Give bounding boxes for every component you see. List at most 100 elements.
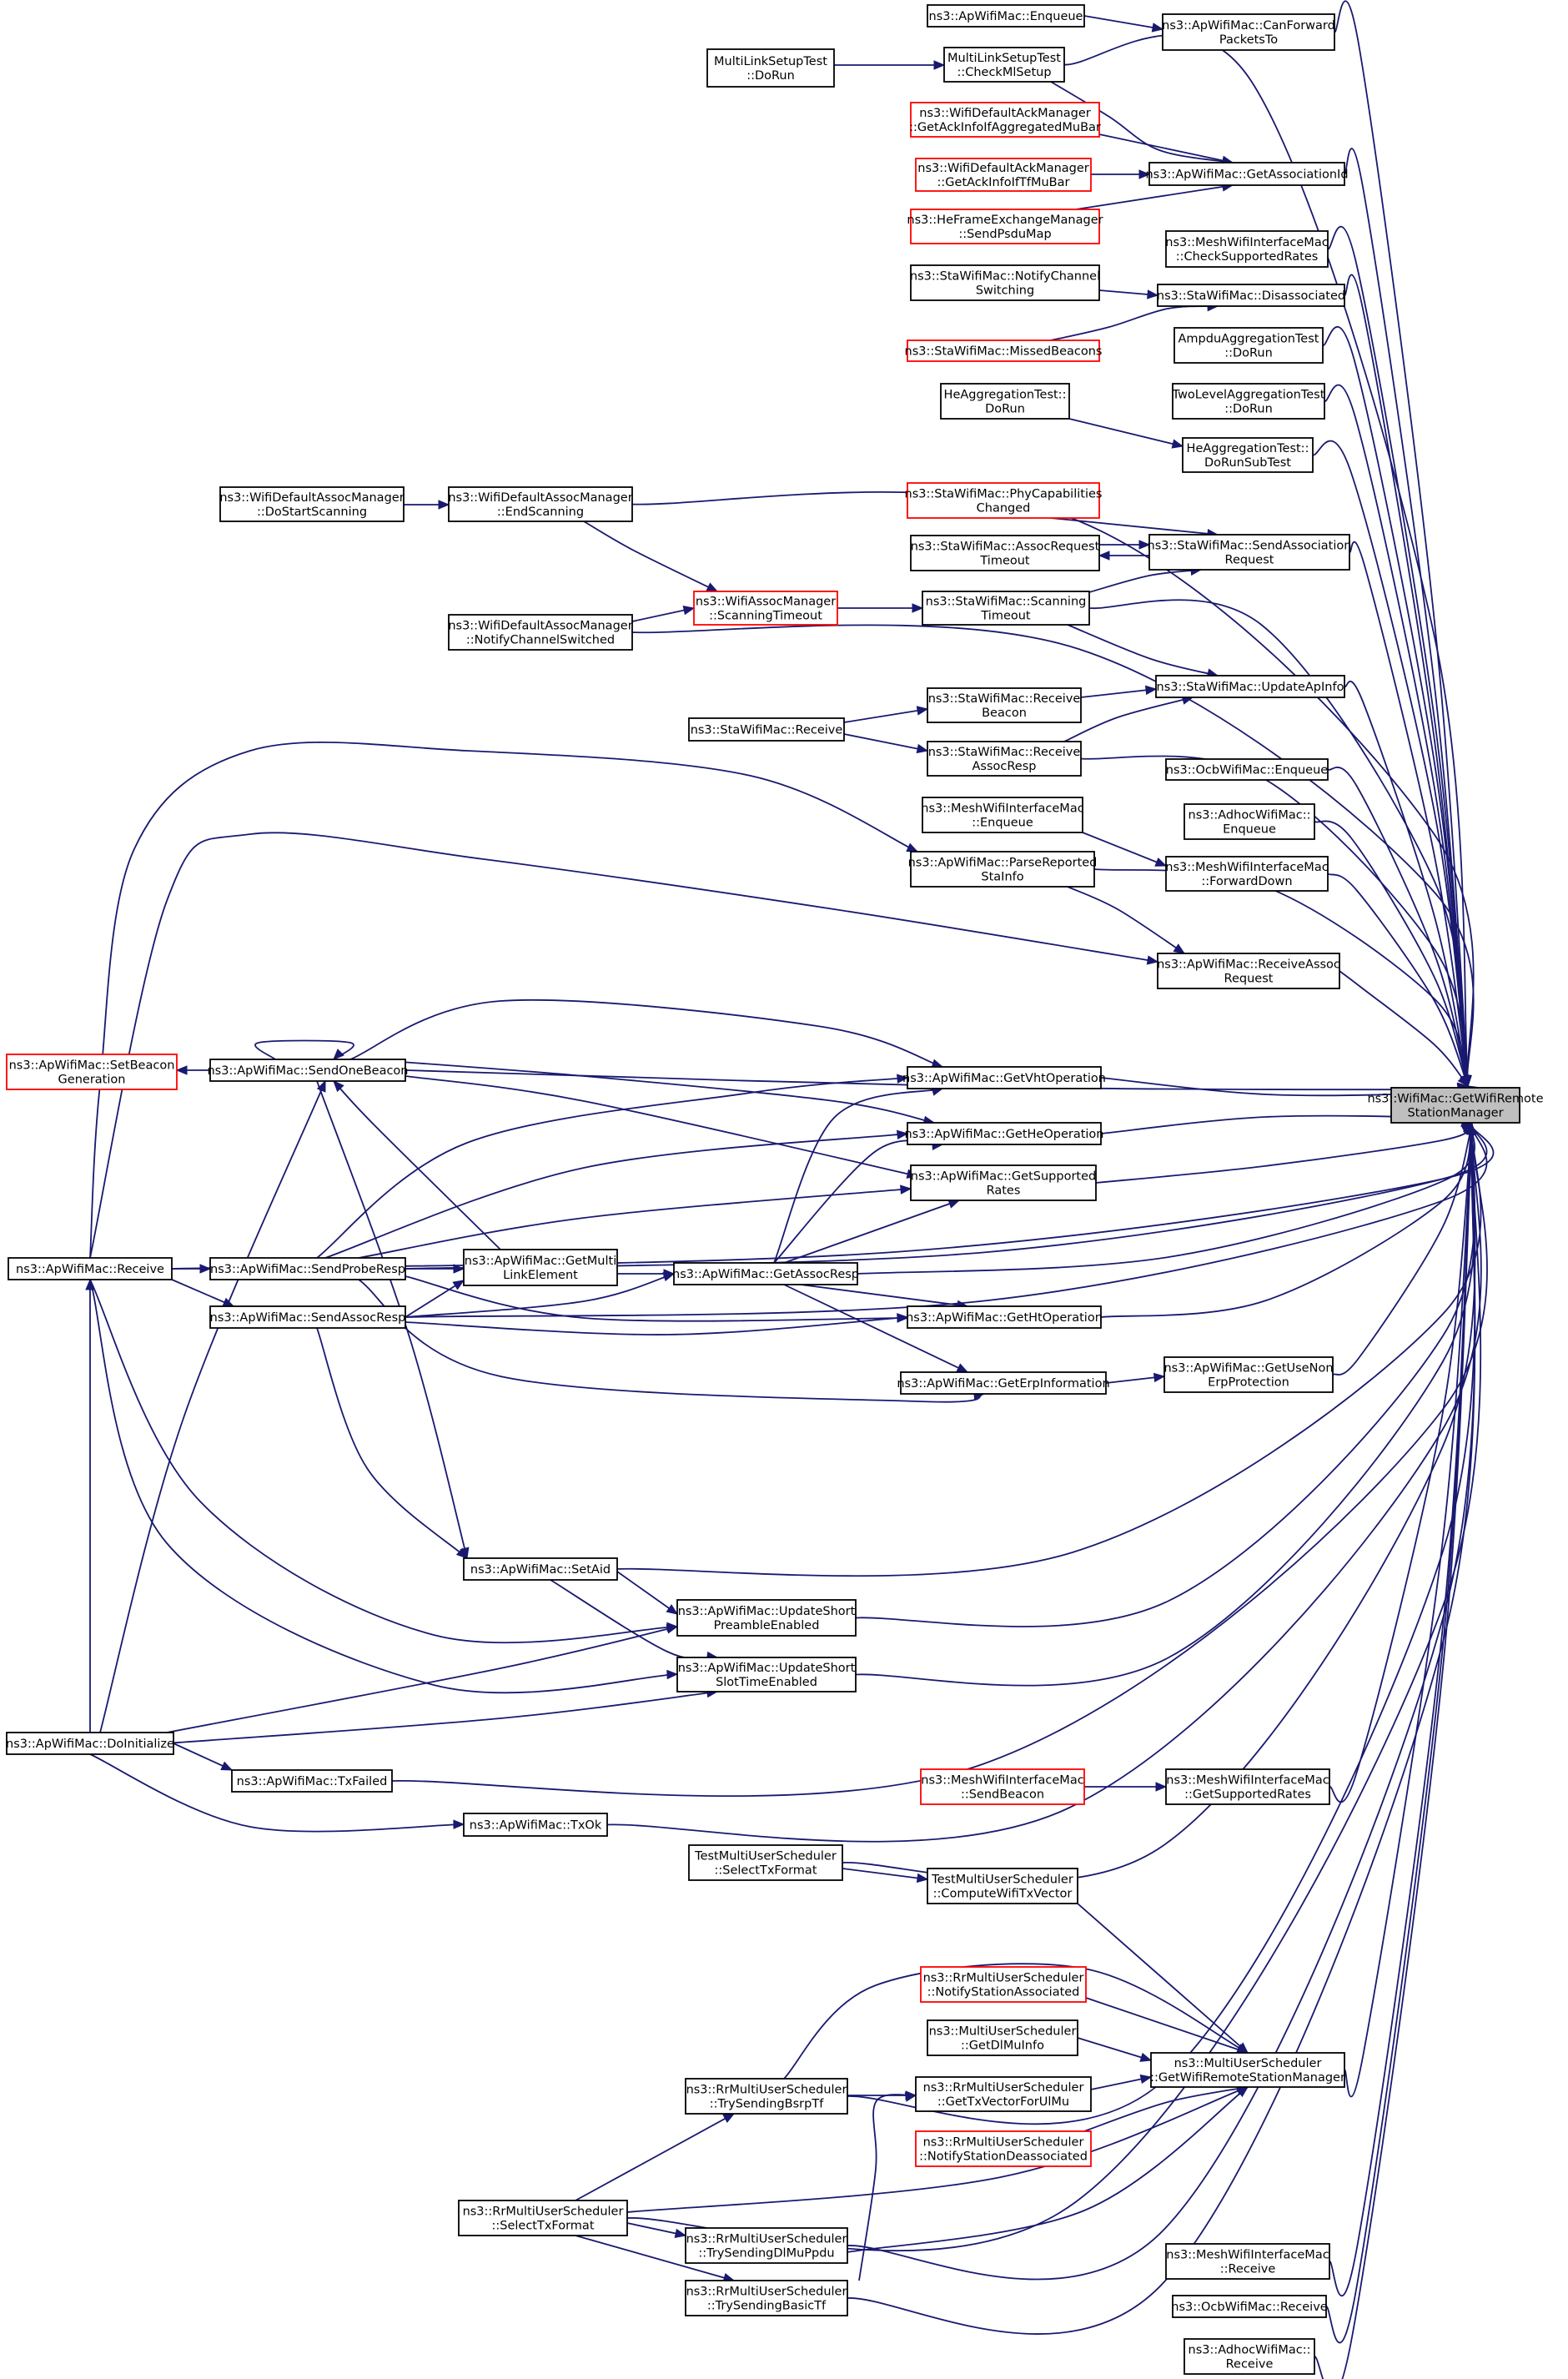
node-ackAggMu[interactable]: ns3::WifiDefaultAckManager::GetAckInfoIf…	[909, 102, 1101, 138]
node-label: ::NotifyStationDeassociated	[919, 2150, 1088, 2164]
node-apGetHt[interactable]: ns3::ApWifiMac::GetHtOperation	[906, 1305, 1103, 1329]
edge-apParseSta-to-apRecvAssocReq-line	[1067, 886, 1185, 954]
edge-apRecvAssocReq-to-root	[1339, 970, 1469, 1088]
edge-staReceive-to-staRecvAssocResp-line	[843, 733, 928, 752]
node-box	[448, 486, 633, 522]
node-adhocReceive[interactable]: ns3::AdhocWifiMac::Receive	[1184, 2338, 1315, 2375]
node-ocbReceive[interactable]: ns3::OcbWifiMac::Receive	[1171, 2295, 1328, 2318]
node-heAggDoRun[interactable]: HeAggregationTest::DoRun	[940, 383, 1070, 420]
node-box	[458, 2200, 628, 2236]
node-meshFwdDown[interactable]: ns3::MeshWifiInterfaceMac::ForwardDown	[1165, 856, 1329, 892]
node-rrSelect[interactable]: ns3::RrMultiUserScheduler::SelectTxForma…	[458, 2200, 628, 2236]
node-meshCheckRates[interactable]: ns3::MeshWifiInterfaceMac::CheckSupporte…	[1165, 230, 1329, 268]
node-twoLevelDoRun[interactable]: TwoLevelAggregationTest::DoRun	[1172, 383, 1325, 420]
node-apReceive[interactable]: ns3::ApWifiMac::Receive	[8, 1257, 173, 1280]
node-rrTryBsrp[interactable]: ns3::RrMultiUserScheduler::TrySendingBsr…	[685, 2078, 848, 2115]
node-rrNotifyAssoc[interactable]: ns3::RrMultiUserScheduler::NotifyStation…	[920, 1966, 1087, 2003]
node-apGetErp[interactable]: ns3::ApWifiMac::GetErpInformation	[897, 1371, 1110, 1395]
node-staDisassoc[interactable]: ns3::StaWifiMac::Disassociated	[1157, 284, 1345, 307]
node-heSendPsdu[interactable]: ns3::HeFrameExchangeManager::SendPsduMap	[907, 209, 1103, 244]
node-adhocEnqueue[interactable]: ns3::AdhocWifiMac::Enqueue	[1184, 803, 1315, 840]
node-apUpdShortSlot[interactable]: ns3::ApWifiMac::UpdateShortSlotTimeEnabl…	[676, 1657, 857, 1692]
node-apDoInit[interactable]: ns3::ApWifiMac::DoInitialize	[6, 1732, 174, 1755]
node-defNotifyChSw[interactable]: ns3::WifiDefaultAssocManager::NotifyChan…	[448, 614, 633, 651]
node-meshGetRates[interactable]: ns3::MeshWifiInterfaceMac::GetSupportedR…	[1165, 1768, 1330, 1805]
node-root[interactable]: ns3::WifiMac::GetWifiRemoteStationManage…	[1367, 1087, 1544, 1124]
node-muGetDlMuInfo[interactable]: ns3::MultiUserScheduler::GetDlMuInfo	[927, 2019, 1078, 2056]
node-apGetRates[interactable]: ns3::ApWifiMac::GetSupportedRates	[910, 1164, 1097, 1201]
node-staReceive[interactable]: ns3::StaWifiMac::Receive	[688, 717, 845, 742]
node-apTxFailed[interactable]: ns3::ApWifiMac::TxFailed	[231, 1769, 393, 1793]
node-apGetHe[interactable]: ns3::ApWifiMac::GetHeOperation	[904, 1122, 1104, 1145]
node-ocbEnqueue[interactable]: ns3::OcbWifiMac::Enqueue	[1165, 758, 1329, 781]
node-defStartScan[interactable]: ns3::WifiDefaultAssocManager::DoStartSca…	[219, 486, 405, 522]
node-box	[688, 1844, 843, 1881]
node-label: ns3::StaWifiMac::Disassociated	[1157, 289, 1345, 303]
node-label: ns3::HeFrameExchangeManager	[907, 214, 1103, 227]
edge-layer	[85, 0, 1495, 2379]
node-box	[6, 1054, 178, 1090]
node-apGetVht[interactable]: ns3::ApWifiMac::GetVhtOperation	[902, 1066, 1106, 1089]
node-label: ns3::MeshWifiInterfaceMac	[1166, 1774, 1329, 1788]
node-muGetRsm[interactable]: ns3::MultiUserScheduler::GetWifiRemoteSt…	[1150, 2052, 1345, 2088]
node-apUpdShortPre[interactable]: ns3::ApWifiMac::UpdateShortPreambleEnabl…	[676, 1599, 857, 1637]
node-ampduDoRun[interactable]: AmpduAggregationTest::DoRun	[1173, 327, 1324, 364]
node-meshReceive[interactable]: ns3::MeshWifiInterfaceMac::Receive	[1165, 2243, 1330, 2280]
edge-apReceive-to-apSendAssocResp-line	[171, 1279, 234, 1307]
edge-apGetAssocResp-to-apGetHt-line	[800, 1284, 968, 1307]
node-apSendOneBeacon[interactable]: ns3::ApWifiMac::SendOneBeacon	[207, 1059, 409, 1082]
edge-apDoInit-to-apSendOneBeacon-line	[99, 1080, 326, 1733]
edge-apDoInit-to-apTxOk-line	[89, 1753, 465, 1833]
node-apTxOk[interactable]: ns3::ApWifiMac::TxOk	[463, 1813, 608, 1837]
node-label: ns3::StaWifiMac::Scanning	[926, 596, 1087, 609]
node-apEnqueue[interactable]: ns3::ApWifiMac::Enqueue	[927, 4, 1085, 28]
node-getAssocId[interactable]: ns3::ApWifiMac::GetAssociationId	[1145, 162, 1349, 186]
node-apSetAid[interactable]: ns3::ApWifiMac::SetAid	[463, 1557, 618, 1581]
node-heAggSub[interactable]: HeAggregationTest::DoRunSubTest	[1182, 437, 1314, 473]
node-meshEnqueue[interactable]: ns3::MeshWifiInterfaceMac::Enqueue	[921, 797, 1084, 833]
edge-rrSelect-to-rrTryDlMu-arrowhead	[674, 2228, 687, 2239]
node-rrTryDlMu[interactable]: ns3::RrMultiUserScheduler::TrySendingDlM…	[685, 2227, 848, 2264]
node-label: ns3::WifiDefaultAssocManager	[448, 620, 632, 633]
node-box	[1150, 2052, 1345, 2088]
node-apGetAssocResp[interactable]: ns3::ApWifiMac::GetAssocResp	[672, 1262, 859, 1285]
node-label: DoRunSubTest	[1204, 456, 1291, 470]
node-label: ns3::StaWifiMac::SendAssociation	[1148, 540, 1352, 553]
edge-adhocEnqueue-to-root-line	[1314, 820, 1469, 1087]
edge-apReceive-to-apUpdShortSlot	[89, 1279, 679, 1694]
node-scanTimeout[interactable]: ns3::WifiAssocManager::ScanningTimeout	[693, 591, 838, 626]
node-tmuSelect[interactable]: TestMultiUserScheduler::SelectTxFormat	[688, 1844, 843, 1881]
node-staScanTimeout[interactable]: ns3::StaWifiMac::ScanningTimeout	[922, 591, 1090, 626]
node-ackTfMu[interactable]: ns3::WifiDefaultAckManager::GetAckInfoIf…	[915, 158, 1092, 192]
edge-meshFwdDown-to-root-line	[1327, 873, 1469, 1087]
node-rrNotifyDeassoc[interactable]: ns3::RrMultiUserScheduler::NotifyStation…	[915, 2130, 1092, 2167]
node-mlsCheckMl[interactable]: MultiLinkSetupTest::CheckMlSetup	[943, 47, 1065, 83]
node-box	[231, 1769, 393, 1793]
node-apSendProbe[interactable]: ns3::ApWifiMac::SendProbeResp	[209, 1257, 406, 1280]
node-apSendAssocResp[interactable]: ns3::ApWifiMac::SendAssocResp	[209, 1305, 406, 1329]
node-rrGetTxVecUl[interactable]: ns3::RrMultiUserScheduler::GetTxVectorFo…	[915, 2076, 1092, 2112]
node-meshSendBeacon[interactable]: ns3::MeshWifiInterfaceMac::SendBeacon	[920, 1768, 1085, 1805]
node-label: ns3::StaWifiMac::Receive	[928, 746, 1081, 759]
edge-apSendProbe-to-apGetRates-line	[358, 1188, 912, 1259]
edge-staAssocReqTo-to-staSendAssocReq	[1099, 540, 1151, 550]
node-mlsDoRun[interactable]: MultiLinkSetupTest::DoRun	[706, 48, 835, 88]
node-staMissedBeacons[interactable]: ns3::StaWifiMac::MissedBeacons	[905, 339, 1103, 362]
node-rrTryBasic[interactable]: ns3::RrMultiUserScheduler::TrySendingBas…	[685, 2280, 848, 2316]
edge-staRecvBeacon-to-staUpdateApInfo-arrowhead	[1144, 685, 1158, 696]
node-tmuCompute[interactable]: TestMultiUserScheduler::ComputeWifiTxVec…	[927, 1868, 1078, 1904]
node-defEndScan[interactable]: ns3::WifiDefaultAssocManager::EndScannin…	[448, 486, 633, 522]
node-staUpdateApInfo[interactable]: ns3::StaWifiMac::UpdateApInfo	[1155, 675, 1345, 698]
